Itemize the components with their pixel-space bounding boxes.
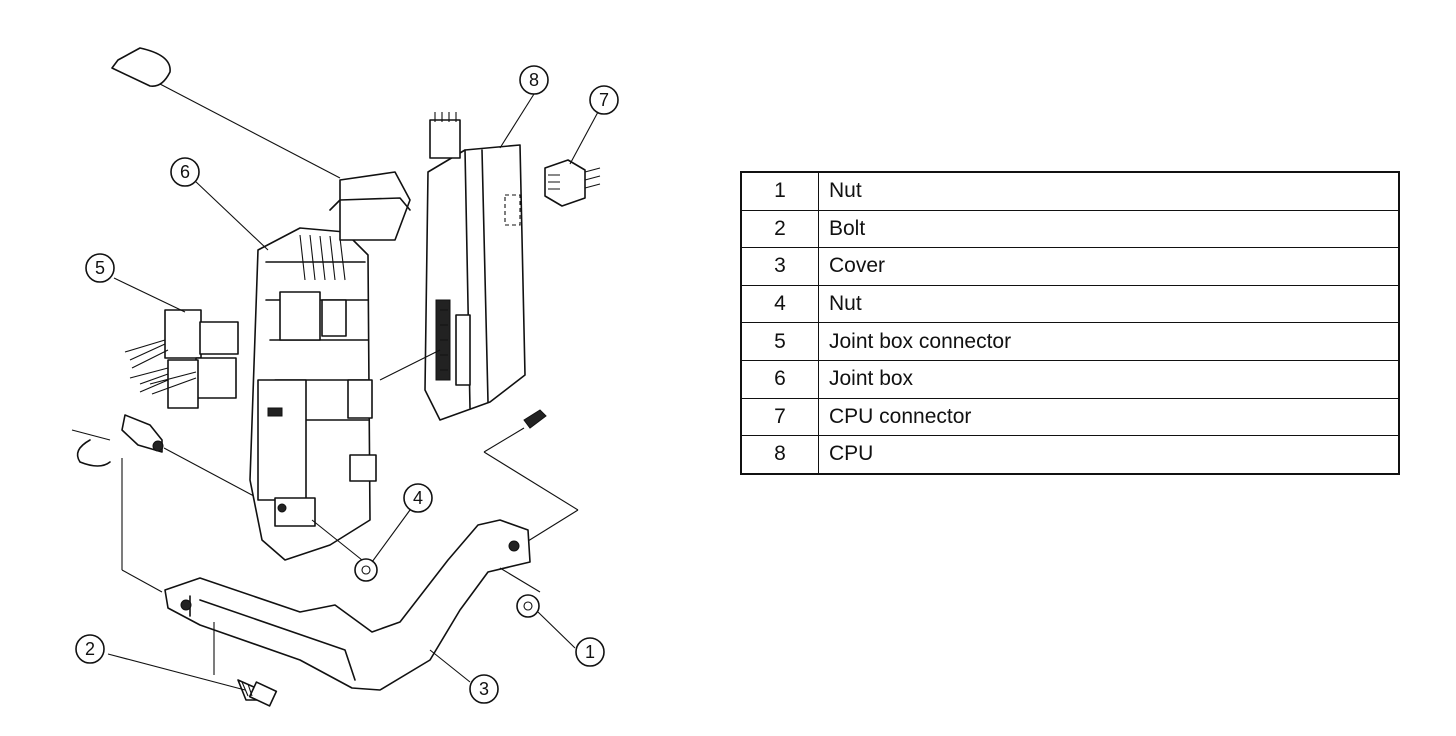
bolt-2-drawing [237, 679, 278, 707]
part-name: CPU [818, 435, 1400, 475]
table-row: 1 Nut [740, 171, 1400, 211]
cpu-connector-drawing [544, 159, 601, 207]
table-row: 3 Cover [740, 247, 1400, 286]
table-row: 6 Joint box [740, 359, 1400, 399]
joint-box-connector-drawing [124, 309, 239, 409]
part-name: Bolt [818, 209, 1400, 249]
callout-7-label: 7 [599, 90, 609, 110]
diagram-drawing: 1 2 3 4 5 6 7 8 [71, 47, 619, 707]
cpu-screw [483, 409, 579, 547]
nut-4-drawing [311, 519, 378, 582]
table-row: 4 Nut [740, 284, 1400, 324]
part-name: Joint box [818, 359, 1400, 399]
callout-6-label: 6 [180, 162, 190, 182]
callout-6: 6 [170, 157, 200, 187]
callout-8: 8 [519, 65, 549, 95]
table-row: 8 CPU [740, 435, 1400, 475]
callout-3-label: 3 [479, 679, 489, 699]
leader-lines [107, 93, 599, 691]
table-row: 7 CPU connector [740, 397, 1400, 437]
harness-tip [111, 47, 341, 179]
exploded-parts-diagram: 1 2 3 4 5 6 7 8 [0, 0, 720, 736]
callout-1-label: 1 [585, 642, 595, 662]
part-number: 4 [740, 284, 819, 324]
part-number: 7 [740, 397, 819, 437]
parts-legend-table: 1 Nut 2 Bolt 3 Cover 4 Nut 5 Joint box c… [740, 171, 1400, 475]
joint-box-drawing [249, 171, 411, 561]
part-number: 3 [740, 247, 819, 286]
part-name: Nut [818, 171, 1400, 211]
part-name: CPU connector [818, 397, 1400, 437]
table-row: 2 Bolt [740, 209, 1400, 249]
callout-2: 2 [75, 634, 105, 664]
part-name: Nut [818, 284, 1400, 324]
part-name: Cover [818, 247, 1400, 286]
callout-4: 4 [403, 483, 433, 513]
callout-2-label: 2 [85, 639, 95, 659]
callout-7: 7 [589, 85, 619, 115]
part-number: 6 [740, 359, 819, 399]
callout-1: 1 [575, 637, 605, 667]
part-number: 8 [740, 435, 819, 475]
part-number: 5 [740, 322, 819, 361]
callout-8-label: 8 [529, 70, 539, 90]
callout-5-label: 5 [95, 258, 105, 278]
table-row: 5 Joint box connector [740, 322, 1400, 361]
callout-5: 5 [85, 253, 115, 283]
callout-4-label: 4 [413, 488, 423, 508]
part-number: 1 [740, 171, 819, 211]
bracket-clip [71, 414, 281, 593]
callout-3: 3 [469, 674, 499, 704]
cpu-drawing [379, 112, 526, 421]
part-name: Joint box connector [818, 322, 1400, 361]
part-number: 2 [740, 209, 819, 249]
nut-1-drawing [499, 567, 541, 618]
cover-drawing [164, 519, 531, 691]
